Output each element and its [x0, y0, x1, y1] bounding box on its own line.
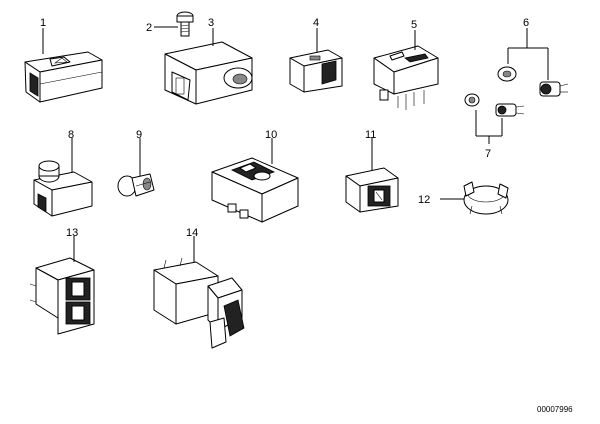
document-number: 00007996	[537, 405, 573, 414]
callout-2: 2	[146, 22, 152, 34]
part-13-dual-switch[interactable]	[29, 257, 95, 335]
part-14-switch-assembly[interactable]	[153, 257, 245, 349]
callout-7: 7	[485, 148, 491, 160]
part-4-switch[interactable]	[289, 49, 343, 93]
part-3-relay[interactable]	[164, 41, 253, 105]
part-9-clip[interactable]	[117, 173, 155, 197]
callout-14: 14	[186, 227, 198, 239]
callout-5: 5	[411, 19, 417, 31]
part-2-screw[interactable]	[176, 11, 194, 37]
callout-13: 13	[66, 227, 78, 239]
callout-3: 3	[208, 17, 214, 29]
part-6-bulb-socket[interactable]	[497, 66, 569, 97]
part-11-rocker-switch[interactable]	[345, 167, 399, 213]
callout-12: 12	[418, 194, 430, 206]
part-8-pushbutton[interactable]	[33, 160, 93, 217]
part-7-bulb-socket[interactable]	[464, 93, 525, 117]
callout-11: 11	[365, 129, 376, 141]
callout-8: 8	[68, 129, 74, 141]
part-10-window-switch[interactable]	[211, 157, 299, 223]
callout-10: 10	[265, 129, 277, 141]
callout-4: 4	[313, 17, 319, 29]
callout-6: 6	[523, 17, 529, 29]
callout-1: 1	[40, 17, 46, 29]
part-1-hazard-switch[interactable]	[24, 51, 103, 103]
callout-9: 9	[136, 129, 142, 141]
part-5-switch-block[interactable]	[373, 45, 439, 110]
part-12-bulb-holder[interactable]	[463, 181, 509, 215]
